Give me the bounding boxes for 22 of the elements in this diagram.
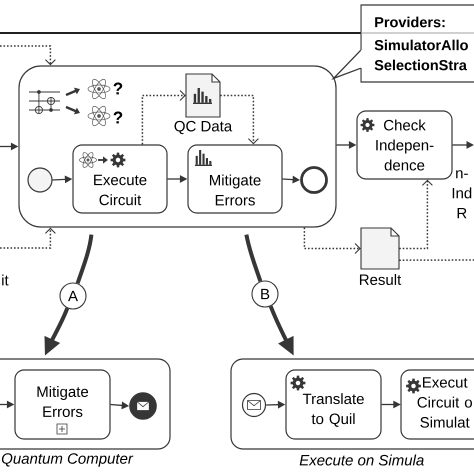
text-label: it — [2, 274, 9, 286]
dotted-arrow — [220, 94, 259, 144]
dotted-arrow — [304, 228, 361, 254]
curved-line — [76, 234, 94, 284]
question-mark: ? — [114, 82, 122, 94]
text-label: n- Ind R — [452, 170, 472, 218]
task-box: Mitigate Errors — [187, 144, 283, 214]
start-event — [27, 167, 53, 193]
callout-box: Providers: SimulatorAllo SelectionStra — [360, 4, 474, 83]
task-box: Execut Circuit o Simulat — [400, 369, 474, 440]
task-box: Execute Circuit — [72, 144, 168, 214]
dotted-line — [399, 259, 474, 261]
dotted-arrow — [0, 45, 56, 66]
question-mark: ? — [114, 112, 122, 124]
dotted-arrow — [142, 90, 186, 144]
task-box: Check Indepen- dence — [356, 110, 453, 180]
task-box: Mitigate Errors — [14, 369, 111, 440]
callout-pointer — [331, 50, 362, 80]
dotted-arrow — [399, 180, 433, 250]
dotted-arrow — [0, 228, 56, 249]
curved-line — [244, 234, 262, 282]
task-box: Translate to Quil — [285, 369, 382, 440]
